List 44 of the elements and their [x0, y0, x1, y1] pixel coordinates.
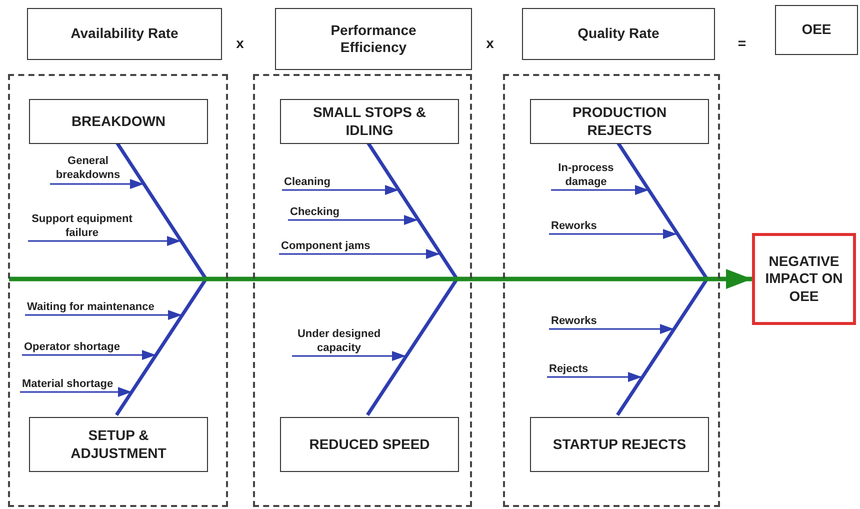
dashed-group-frame [253, 74, 472, 507]
metric-box: Performance Efficiency [275, 8, 472, 70]
operator-sign: x [235, 34, 245, 52]
cause-arrow [292, 351, 406, 361]
cause-arrow [288, 215, 418, 225]
cause-label: Under designed capacity [294, 327, 384, 355]
category-box: SMALL STOPS & IDLING [280, 99, 459, 144]
dashed-group-frame [503, 74, 720, 507]
cause-label: Material shortage [22, 377, 114, 391]
category-box: BREAKDOWN [29, 99, 208, 144]
cause-label: Component jams [281, 239, 370, 253]
cause-arrow [549, 324, 674, 334]
cause-label: In-process damage [553, 161, 619, 189]
cause-label: Waiting for maintenance [27, 300, 154, 314]
dashed-group-frame [8, 74, 228, 507]
metric-box: OEE [775, 5, 858, 55]
category-box: STARTUP REJECTS [530, 417, 709, 472]
cause-arrow [551, 185, 649, 195]
cause-label: Operator shortage [24, 340, 120, 354]
cause-label: Rejects [549, 362, 588, 376]
cause-arrow [25, 310, 182, 320]
cause-arrow [549, 229, 677, 239]
operator-sign: = [736, 34, 748, 52]
operator-sign: x [485, 34, 495, 52]
cause-arrow [50, 179, 144, 189]
category-box: SETUP & ADJUSTMENT [29, 417, 208, 472]
cause-arrow [28, 236, 181, 246]
cause-label: Reworks [551, 219, 597, 233]
cause-arrow [279, 249, 440, 259]
cause-label: Support equipment failure [30, 212, 134, 240]
cause-label: Cleaning [284, 175, 330, 189]
cause-arrow [282, 185, 399, 195]
cause-arrow [22, 350, 156, 360]
cause-label: Checking [290, 205, 340, 219]
category-box: PRODUCTION REJECTS [530, 99, 709, 144]
metric-box: Availability Rate [27, 8, 222, 60]
cause-label: Reworks [551, 314, 597, 328]
metric-box: Quality Rate [522, 8, 715, 60]
cause-label: General breakdowns [52, 154, 124, 183]
category-box: REDUCED SPEED [280, 417, 459, 472]
cause-arrow [20, 387, 132, 397]
effect-box: NEGATIVE IMPACT ON OEE [752, 233, 856, 325]
fishbone-line [9, 269, 752, 289]
cause-arrow [547, 372, 642, 382]
